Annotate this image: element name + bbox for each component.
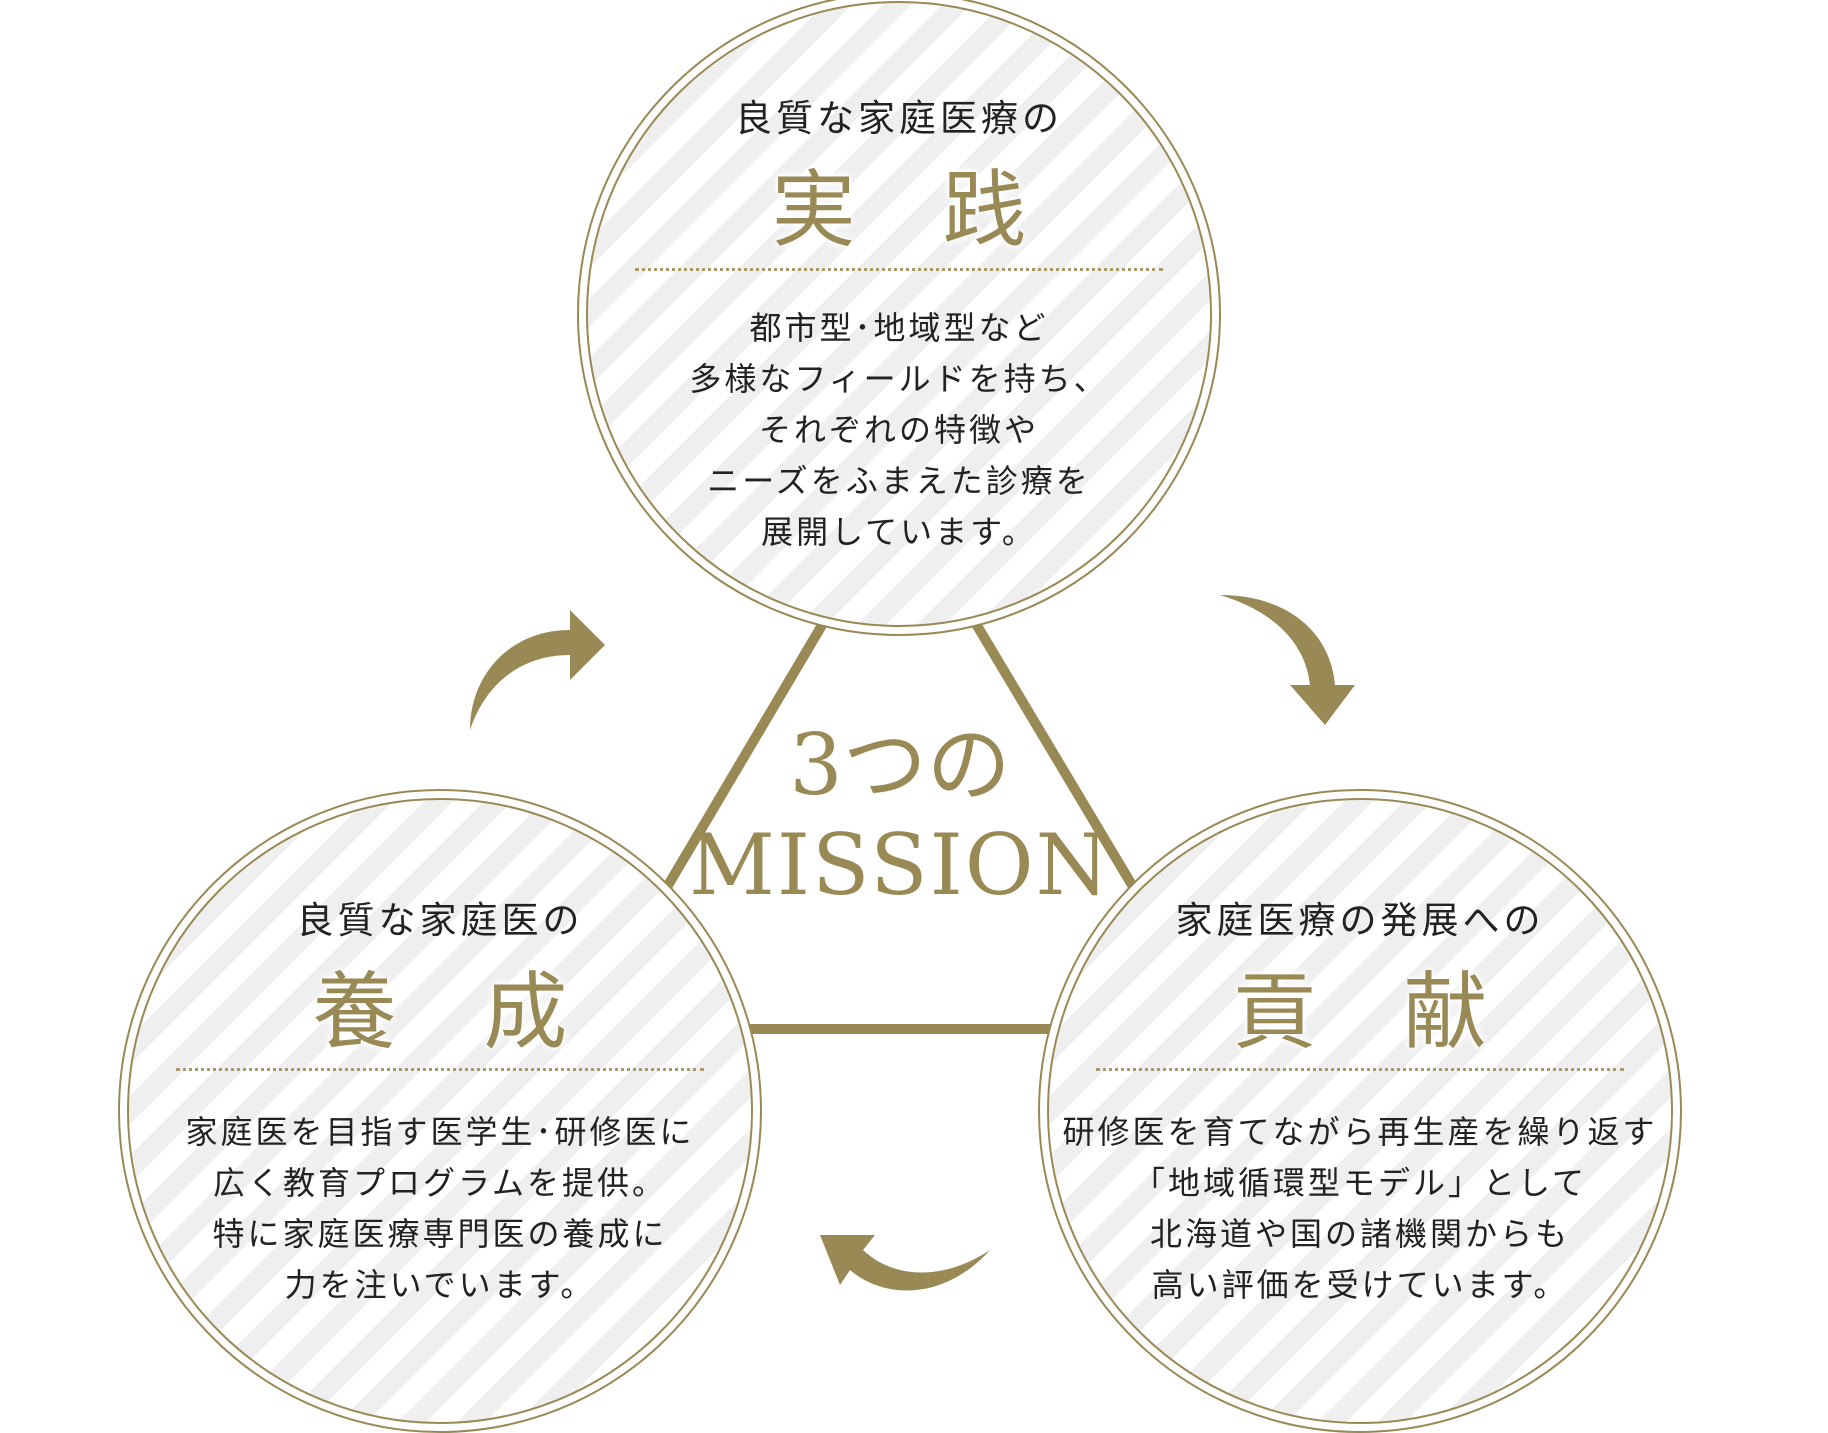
mission-keyword: 養 成 <box>312 963 598 1061</box>
curved-arrow-icon-upper-right <box>1220 595 1355 725</box>
body-line: 北海道や国の諸機関からも <box>1149 1215 1570 1253</box>
mission-subtitle: 良質な家庭医療の <box>735 97 1063 140</box>
mission-keyword: 実 践 <box>771 161 1057 259</box>
curved-arrow-icon-bottom <box>820 1235 990 1291</box>
body-line: 多様なフィールドを持ち、 <box>689 360 1109 398</box>
body-line: 力を注いでいます。 <box>284 1266 596 1304</box>
body-line: 展開しています。 <box>761 513 1037 551</box>
body-line: 特に家庭医療専門医の養成に <box>212 1215 668 1253</box>
mission-circle-practice: 良質な家庭医療の 実 践 都市型･地域型など 多様なフィールドを持ち、 それぞれ… <box>577 0 1221 636</box>
mission-circle-training: 良質な家庭医の 養 成 家庭医を目指す医学生･研修医に 広く教育プログラムを提供… <box>118 789 762 1433</box>
body-line: 家庭医を目指す医学生･研修医に <box>185 1113 695 1151</box>
mission-title-line1: 3つの <box>789 716 1011 814</box>
body-line: 研修医を育てながら再生産を繰り返す <box>1062 1113 1658 1151</box>
mission-body: 研修医を育てながら再生産を繰り返す 「地域循環型モデル」として 北海道や国の諸機… <box>1049 1107 1671 1311</box>
dotted-divider <box>1096 1068 1624 1071</box>
body-line: 広く教育プログラムを提供。 <box>212 1164 668 1202</box>
curved-arrow-icon-upper-left <box>470 610 605 730</box>
mission-title: 3つの MISSION <box>600 715 1200 915</box>
mission-body: 家庭医を目指す医学生･研修医に 広く教育プログラムを提供。 特に家庭医療専門医の… <box>129 1107 751 1311</box>
mission-subtitle: 家庭医療の発展への <box>1175 899 1545 942</box>
mission-body: 都市型･地域型など 多様なフィールドを持ち、 それぞれの特徴や ニーズをふまえた… <box>588 303 1210 558</box>
mission-circle-contribution: 家庭医療の発展への 貢 献 研修医を育てながら再生産を繰り返す 「地域循環型モデ… <box>1038 789 1682 1433</box>
mission-keyword: 貢 献 <box>1232 963 1518 1061</box>
body-line: ニーズをふまえた診療を <box>707 462 1091 500</box>
body-line: 「地域循環型モデル」として <box>1132 1164 1588 1202</box>
dotted-divider <box>176 1068 704 1071</box>
body-line: 高い評価を受けています。 <box>1151 1266 1569 1304</box>
mission-title-line2: MISSION <box>688 816 1112 914</box>
mission-subtitle: 良質な家庭医の <box>296 899 584 942</box>
dotted-divider <box>635 268 1163 271</box>
body-line: 都市型･地域型など <box>749 309 1049 347</box>
body-line: それぞれの特徴や <box>758 411 1039 449</box>
